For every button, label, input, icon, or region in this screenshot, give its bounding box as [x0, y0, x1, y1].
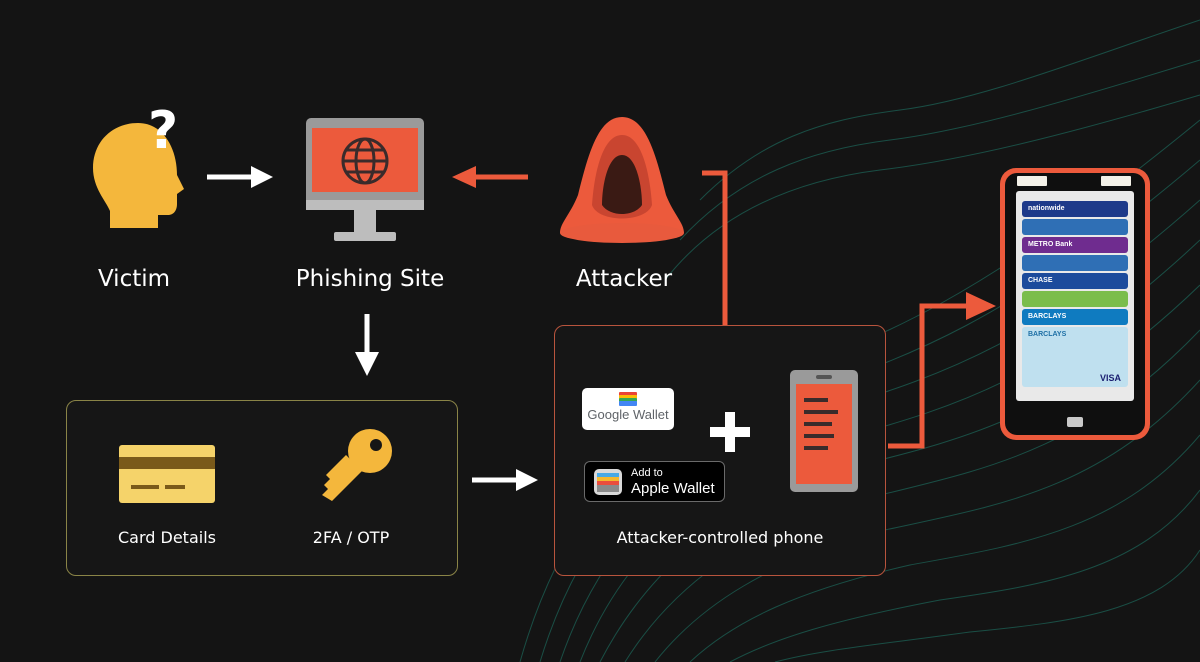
- victim-label: Victim: [97, 266, 171, 292]
- attacker-phone-label: Attacker-controlled phone: [616, 528, 824, 547]
- arrow-right-icon: [888, 292, 996, 449]
- hooded-figure-icon: [560, 117, 684, 243]
- wallet-screen: nationwide METRO Bank CHASE BARCLAYS BAR…: [1016, 191, 1134, 401]
- credit-card-icon: [119, 445, 215, 503]
- question-head-icon: ?: [93, 101, 184, 228]
- wallet-card: [1022, 255, 1128, 271]
- phone-home-slot: [1067, 417, 1083, 427]
- svg-text:?: ?: [148, 101, 178, 161]
- apple-wallet-add-label: Add to: [631, 467, 663, 479]
- phone-sticker: [1017, 176, 1047, 186]
- google-wallet-badge: Google Wallet: [582, 388, 674, 430]
- wallet-card: METRO Bank: [1022, 237, 1128, 253]
- provisioned-phone: nationwide METRO Bank CHASE BARCLAYS BAR…: [1000, 168, 1150, 440]
- wallet-card: CHASE: [1022, 273, 1128, 289]
- phishing-site-label: Phishing Site: [295, 266, 445, 292]
- visa-logo: VISA: [1100, 373, 1122, 383]
- phone-sticker: [1101, 176, 1131, 186]
- wallet-card: [1022, 219, 1128, 235]
- wallet-icon: [619, 392, 637, 406]
- arrow-left-icon: [452, 166, 528, 188]
- otp-label: 2FA / OTP: [312, 528, 390, 547]
- apple-wallet-label: Apple Wallet: [631, 480, 715, 497]
- wallet-card: [1022, 291, 1128, 307]
- google-wallet-label: Google Wallet: [587, 407, 669, 422]
- globe-monitor-icon: [306, 118, 424, 241]
- smartphone-icon: [790, 370, 858, 492]
- wallet-card: BARCLAYS: [1022, 327, 1128, 387]
- apple-wallet-badge: Add to Apple Wallet: [584, 461, 725, 502]
- arrow-right-icon: [207, 166, 273, 188]
- key-icon: [322, 429, 392, 501]
- wallet-card: BARCLAYS: [1022, 309, 1128, 325]
- attacker-label: Attacker: [575, 266, 673, 292]
- arrow-down-icon: [355, 314, 379, 376]
- wallet-card: nationwide: [1022, 201, 1128, 217]
- arrow-right-icon: [472, 469, 538, 491]
- card-details-label: Card Details: [118, 528, 216, 547]
- wallet-icon: [594, 469, 622, 495]
- plus-icon: [710, 412, 750, 452]
